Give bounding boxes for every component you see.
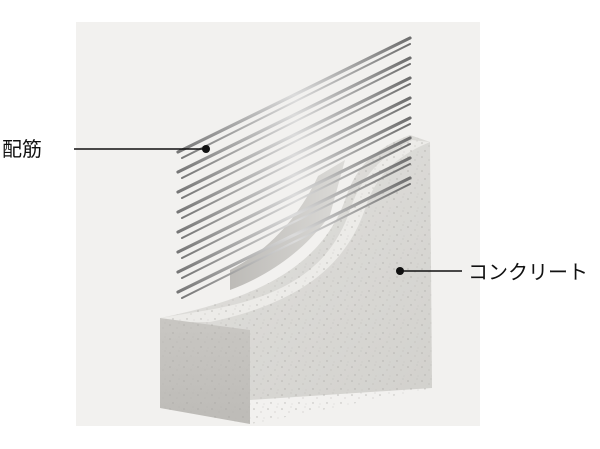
rebar-mesh-front [176, 36, 412, 299]
rebar-horizontal-bar [176, 156, 412, 274]
rebar-horizontal-bar [181, 163, 411, 279]
rebar-horizontal-bar [181, 43, 411, 159]
callout-dot-rebar [202, 145, 210, 153]
rebar-horizontal-bar [176, 56, 412, 174]
rebar-horizontal-bar [176, 76, 412, 194]
rebar-horizontal-bar [181, 103, 411, 219]
rebar-horizontal-bar [176, 136, 412, 254]
concrete-label: コンクリート [468, 260, 588, 284]
rebar-horizontal-bar [181, 83, 411, 199]
rebar-horizontal-bar [176, 176, 412, 294]
rebar-horizontal-bar [176, 36, 412, 154]
rebar-horizontal-bar [176, 116, 412, 234]
rebar-horizontal-bar [181, 183, 411, 299]
rebar-horizontal-bar [181, 63, 411, 179]
rebar-horizontal-bar [181, 123, 411, 239]
rebar-horizontal-bar [176, 96, 412, 214]
rebar-label: 配筋 [2, 137, 42, 161]
rebar-horizontal-bar [181, 143, 411, 259]
callout-dot-concrete [396, 267, 404, 275]
